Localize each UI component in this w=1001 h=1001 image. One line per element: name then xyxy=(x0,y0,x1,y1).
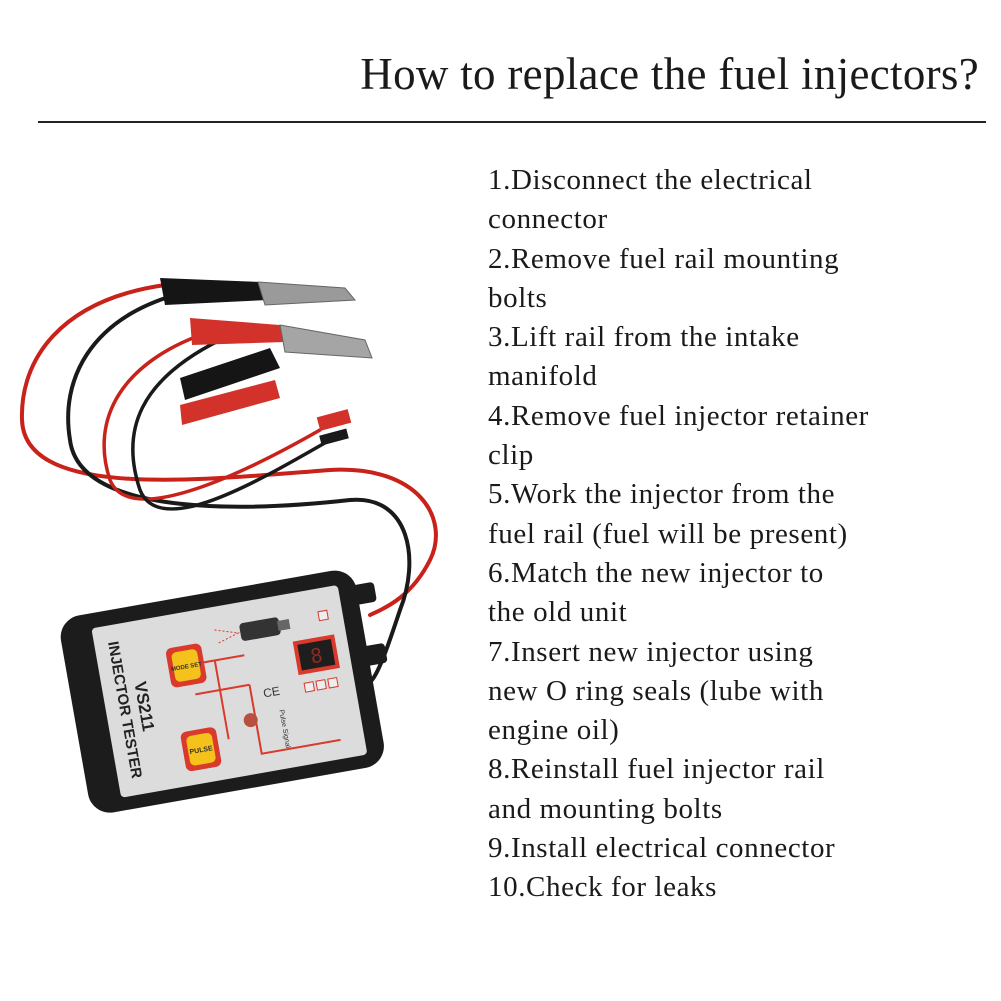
mode-set-button[interactable]: MODE SET xyxy=(165,643,207,689)
list-item: fuel rail (fuel will be present) xyxy=(488,517,848,550)
list-item: 7.Insert new injector using xyxy=(488,635,814,668)
list-item: bolts xyxy=(488,281,548,314)
instruction-list: 1.Disconnect the electrical connector 2.… xyxy=(488,161,869,908)
segment-display: 8 xyxy=(292,634,340,676)
list-item: connector xyxy=(488,203,608,236)
list-item: 1.Disconnect the electrical xyxy=(488,164,813,196)
mode-indicators xyxy=(303,609,339,693)
svg-text:MODE SET: MODE SET xyxy=(171,662,203,673)
wires xyxy=(19,283,438,682)
svg-text:8: 8 xyxy=(308,643,324,669)
list-item: and mounting bolts xyxy=(488,792,723,825)
list-item: 4.Remove fuel injector retainer xyxy=(488,399,869,432)
list-item: 2.Remove fuel rail mounting xyxy=(488,242,840,275)
list-item: 8.Reinstall fuel injector rail xyxy=(488,753,825,786)
title-divider xyxy=(38,121,986,123)
page-title: How to replace the fuel injectors? xyxy=(360,49,979,99)
pulse-button[interactable]: PULSE xyxy=(180,726,222,772)
pin-connector xyxy=(316,409,352,446)
list-item: 6.Match the new injector to xyxy=(488,556,824,589)
tester-body: VS211 INJECTOR TESTER MODE SET PULSE Pul… xyxy=(60,570,388,813)
front-panel xyxy=(91,585,367,798)
red-clip xyxy=(180,318,373,425)
list-item: clip xyxy=(488,439,534,472)
list-item: manifold xyxy=(488,360,598,393)
list-item: 3.Lift rail from the intake xyxy=(488,321,800,354)
list-item: 5.Work the injector from the xyxy=(488,478,836,511)
svg-text:PULSE: PULSE xyxy=(189,745,214,756)
black-clip xyxy=(160,278,357,400)
ce-mark: CE xyxy=(262,684,281,701)
list-item: new O ring seals (lube with xyxy=(488,674,824,707)
list-item: 9.Install electrical connector xyxy=(488,832,836,865)
pulse-signal-led xyxy=(243,713,258,728)
list-item: the old unit xyxy=(488,596,628,629)
injector-tester-image: VS211 INJECTOR TESTER MODE SET PULSE Pul… xyxy=(19,278,438,813)
injector-icon xyxy=(214,617,291,645)
list-item: engine oil) xyxy=(488,714,620,747)
list-item: 10.Check for leaks xyxy=(488,871,718,904)
